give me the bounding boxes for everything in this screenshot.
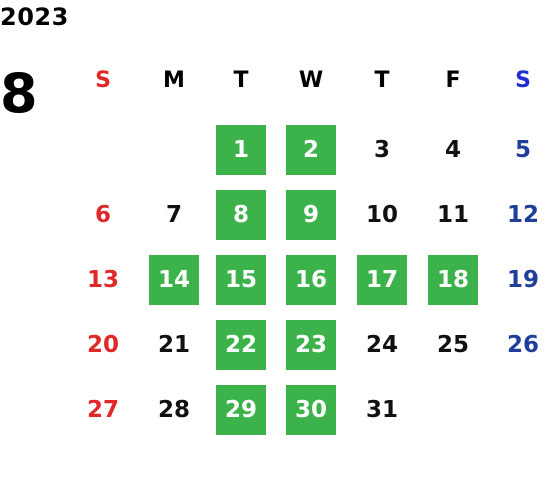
day-cell: 21 bbox=[157, 332, 190, 358]
day-cell: 16 bbox=[286, 255, 336, 305]
day-cell: 8 bbox=[216, 190, 266, 240]
day-cell: 3 bbox=[373, 137, 390, 163]
day-cell: 31 bbox=[365, 397, 398, 423]
weekday-header: F bbox=[445, 68, 461, 93]
day-cell: 15 bbox=[216, 255, 266, 305]
day-cell: 6 bbox=[94, 202, 111, 228]
day-cell: 23 bbox=[286, 320, 336, 370]
year-label: 2023 bbox=[0, 3, 69, 31]
day-cell: 7 bbox=[165, 202, 182, 228]
day-cell: 24 bbox=[365, 332, 398, 358]
day-cell: 19 bbox=[506, 267, 539, 293]
day-cell: 25 bbox=[436, 332, 469, 358]
day-cell: 12 bbox=[506, 202, 539, 228]
weekday-header: M bbox=[163, 68, 185, 93]
day-cell: 26 bbox=[506, 332, 539, 358]
day-cell: 28 bbox=[157, 397, 190, 423]
day-cell: 13 bbox=[86, 267, 119, 293]
day-cell: 20 bbox=[86, 332, 119, 358]
day-cell: 9 bbox=[286, 190, 336, 240]
day-cell: 17 bbox=[357, 255, 407, 305]
day-cell: 14 bbox=[149, 255, 199, 305]
day-cell: 11 bbox=[436, 202, 469, 228]
day-cell: 30 bbox=[286, 385, 336, 435]
day-cell: 29 bbox=[216, 385, 266, 435]
day-cell: 2 bbox=[286, 125, 336, 175]
weekday-header: T bbox=[233, 68, 249, 93]
weekday-header: W bbox=[298, 68, 324, 93]
weekday-header: S bbox=[515, 68, 531, 93]
day-cell: 5 bbox=[514, 137, 531, 163]
day-cell: 1 bbox=[216, 125, 266, 175]
day-cell: 4 bbox=[444, 137, 461, 163]
weekday-header: T bbox=[374, 68, 390, 93]
day-cell: 27 bbox=[86, 397, 119, 423]
day-cell: 18 bbox=[428, 255, 478, 305]
weekday-header: S bbox=[95, 68, 111, 93]
month-number: 8 bbox=[0, 62, 38, 125]
day-cell: 10 bbox=[365, 202, 398, 228]
day-cell: 22 bbox=[216, 320, 266, 370]
